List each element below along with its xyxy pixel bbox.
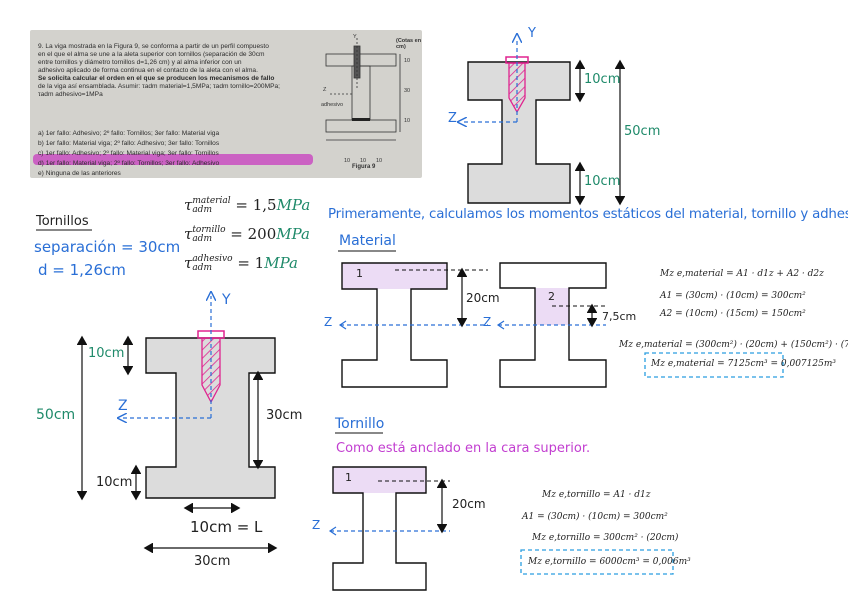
- material-eq-4: Mz e,material = (300cm²) · (20cm) + (150…: [619, 340, 848, 350]
- tornillo-z: Z: [312, 518, 321, 532]
- tornillo-eq-1: Mz e,tornillo = A1 · d1z: [542, 490, 651, 500]
- top-ibeam: [462, 38, 620, 203]
- figure-label: Figura 9: [352, 164, 376, 170]
- tornillo-dim-20: 20cm: [452, 497, 486, 511]
- cotas-label: (Cotas en cm): [396, 38, 422, 50]
- material-eq-1: Mz e,material = A1 · d1z + A2 · d2z: [660, 269, 824, 279]
- tau-symbol: τ: [184, 196, 193, 214]
- result-box-material: [644, 352, 784, 378]
- tornillo-eq-2: A1 = (30cm) · (10cm) = 300cm²: [522, 512, 668, 522]
- tau-adhesivo-sup: adhesivo: [192, 254, 233, 264]
- tau-tornillo-sub: adm: [192, 234, 212, 244]
- intro-text: Primeramente, calculamos los momentos es…: [328, 207, 848, 222]
- tau-material-value: = 1,5: [235, 196, 277, 214]
- problem-line: entre tornillos y diámetro tornillos d=1…: [38, 59, 242, 66]
- given-separation: separación = 30cm: [34, 238, 181, 256]
- photo-dim: 10: [404, 118, 411, 124]
- photo-y-tag: Y: [353, 34, 357, 40]
- answer-highlight: [33, 154, 313, 165]
- given-diameter: d = 1,26cm: [38, 261, 126, 279]
- result-box-tornillo: [520, 549, 674, 575]
- big-dim-10-bottom: 10cm: [96, 475, 133, 490]
- top-dim-10-bottom: 10cm: [584, 174, 621, 189]
- tornillo-note: Como está anclado en la cara superior.: [336, 441, 591, 456]
- tau-tornillo-unit: MPa: [276, 225, 310, 243]
- material-heading: Material: [339, 233, 396, 249]
- tau-tornillo-value: = 200: [230, 225, 277, 243]
- option-b: b) 1er fallo: Material viga; 2º fallo: A…: [38, 140, 220, 147]
- material-beam-1: [338, 262, 488, 388]
- tornillo-area-1: 1: [345, 471, 352, 484]
- option-e: e) Ninguna de las anteriores: [38, 170, 121, 177]
- material-eq-5: Mz e,material = 7125cm³ = 0,007125m³: [651, 359, 836, 369]
- option-c: c) 1er fallo: Adhesivo; 2º fallo: Materi…: [38, 150, 219, 157]
- adhesive-layer: [352, 118, 370, 121]
- big-dim-30: 30cm: [266, 408, 303, 423]
- problem-line: τadm adhesivo=1MPa: [38, 91, 103, 98]
- photo-z-tag: Z: [323, 87, 327, 93]
- tau-adhesivo-value: = 1: [237, 254, 265, 272]
- problem-line: 9. La viga mostrada en la Figura 9, se c…: [38, 43, 269, 50]
- top-dim-50: 50cm: [624, 124, 661, 139]
- material-eq-3: A2 = (10cm) · (15cm) = 150cm²: [660, 309, 806, 319]
- material-area-2: 2: [548, 290, 555, 303]
- problem-line: de la viga así ensamblada. Asumir: τadm …: [38, 83, 280, 90]
- material-area-1: 1: [356, 267, 363, 280]
- tau-adhesivo-sub: adm: [192, 263, 212, 273]
- tornillo-beam: [328, 466, 450, 591]
- big-z-label: Z: [118, 398, 128, 414]
- tau-material-unit: MPa: [276, 196, 311, 214]
- problem-photo: 9. La viga mostrada en la Figura 9, se c…: [30, 30, 422, 178]
- tau-adhesivo-unit: MPa: [264, 254, 298, 272]
- tau-symbol: τ: [184, 254, 193, 272]
- photo-beam-drawing: [325, 38, 401, 141]
- problem-line: en el que el alma se une a la aleta supe…: [38, 51, 265, 58]
- big-dim-50: 50cm: [36, 407, 76, 423]
- photo-dim: 10: [404, 58, 411, 64]
- material-dim-7-5: 7,5cm: [602, 310, 637, 323]
- big-ibeam: [82, 296, 275, 548]
- photo-dim: 10: [360, 158, 367, 164]
- photo-dim: 30: [404, 88, 411, 94]
- given-title: Tornillos: [36, 214, 89, 229]
- tornillo-heading: Tornillo: [335, 416, 385, 432]
- problem-line: adhesivo aplicado de forma continua en e…: [38, 67, 258, 74]
- adhesivo-tag: adhesivo: [321, 102, 344, 108]
- top-z-label: Z: [448, 111, 457, 126]
- material-eq-2: A1 = (30cm) · (10cm) = 300cm²: [660, 291, 806, 301]
- problem-line: Se solicita calcular el orden en el que …: [38, 75, 275, 82]
- big-y-label: Y: [222, 292, 231, 308]
- option-a: a) 1er fallo: Adhesivo; 2º fallo: Tornil…: [38, 130, 220, 137]
- material-z-2: Z: [483, 315, 492, 329]
- big-dim-10-top: 10cm: [88, 346, 125, 361]
- option-d: d) 1er fallo: Material viga; 2º fallo: T…: [38, 160, 220, 167]
- material-z-1: Z: [324, 315, 333, 329]
- tau-tornillo-sup: tornillo: [192, 225, 226, 235]
- big-dim-30-width: 30cm: [194, 554, 231, 569]
- big-dim-L: 10cm = L: [190, 518, 263, 536]
- tornillo-eq-3: Mz e,tornillo = 300cm² · (20cm): [532, 533, 679, 543]
- tau-material-sub: adm: [192, 205, 212, 215]
- top-y-label: Y: [528, 26, 536, 41]
- tau-symbol: τ: [184, 225, 193, 243]
- material-beam-2: [496, 262, 607, 388]
- photo-dim: 10: [376, 158, 383, 164]
- photo-dim: 10: [344, 158, 351, 164]
- tornillo-eq-4: Mz e,tornillo = 6000cm³ = 0,006m³: [528, 557, 691, 567]
- top-dim-10-top: 10cm: [584, 72, 621, 87]
- tau-material-sup: material: [192, 196, 231, 206]
- material-dim-20: 20cm: [466, 291, 500, 305]
